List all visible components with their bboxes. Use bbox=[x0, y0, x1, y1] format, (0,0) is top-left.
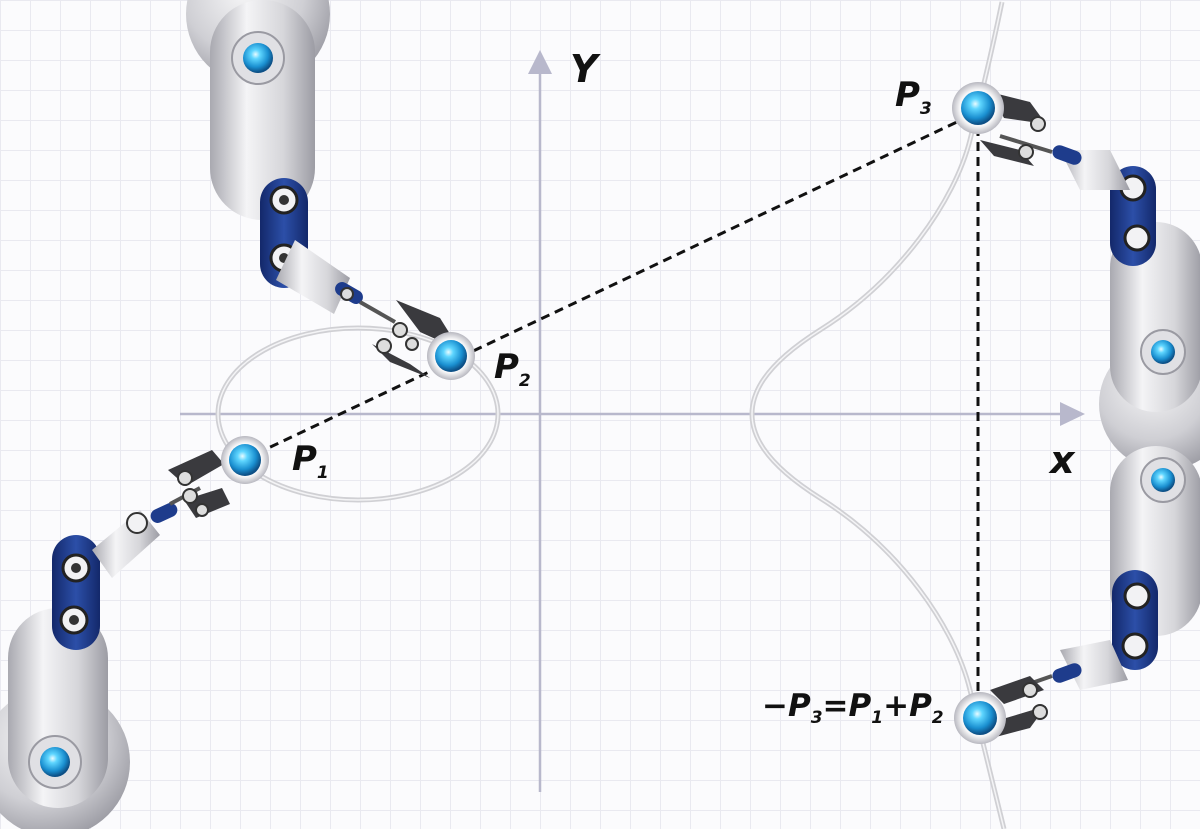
point-p3 bbox=[952, 82, 1004, 134]
y-axis-arrow-icon bbox=[528, 50, 552, 74]
glowing-orb-icon bbox=[961, 91, 995, 125]
point-neg-p3 bbox=[954, 692, 1006, 744]
label-sum-sub3: 2 bbox=[932, 708, 944, 728]
gripper-icon bbox=[990, 676, 1048, 738]
x-axis-arrow-icon bbox=[1060, 402, 1085, 426]
robot-arm-icon bbox=[999, 134, 1200, 696]
label-sum: −P3=P1+P2 bbox=[762, 688, 944, 728]
point-p1 bbox=[221, 436, 269, 484]
glowing-orb-icon bbox=[963, 701, 997, 735]
label-p2-main: P bbox=[494, 347, 519, 387]
label-sum-lead: −P bbox=[762, 688, 811, 724]
label-p3-sub: 3 bbox=[920, 99, 932, 119]
secant-line bbox=[242, 110, 979, 462]
gripper-icon bbox=[980, 92, 1046, 166]
label-p3: P3 bbox=[895, 75, 932, 119]
point-p2 bbox=[427, 332, 475, 380]
label-p3-main: P bbox=[895, 75, 920, 115]
glowing-orb-icon bbox=[229, 444, 261, 476]
label-sum-plus: +P bbox=[883, 688, 932, 724]
label-p2-sub: 2 bbox=[519, 371, 531, 391]
robot-arm-icon bbox=[186, 0, 396, 324]
glowing-orb-icon bbox=[435, 340, 467, 372]
label-p1-sub: 1 bbox=[317, 463, 329, 483]
label-p2: P2 bbox=[494, 347, 531, 391]
label-sum-sub1: 3 bbox=[811, 708, 823, 728]
y-axis-label: Y bbox=[570, 47, 601, 91]
label-sum-sub2: 1 bbox=[871, 708, 883, 728]
label-p1: P1 bbox=[292, 439, 329, 483]
x-axis-label: x bbox=[1048, 438, 1076, 482]
robot-arm-icon bbox=[0, 486, 201, 829]
gripper-icon bbox=[168, 450, 230, 518]
label-sum-eq: =P bbox=[823, 688, 872, 724]
label-p1-main: P bbox=[292, 439, 317, 479]
